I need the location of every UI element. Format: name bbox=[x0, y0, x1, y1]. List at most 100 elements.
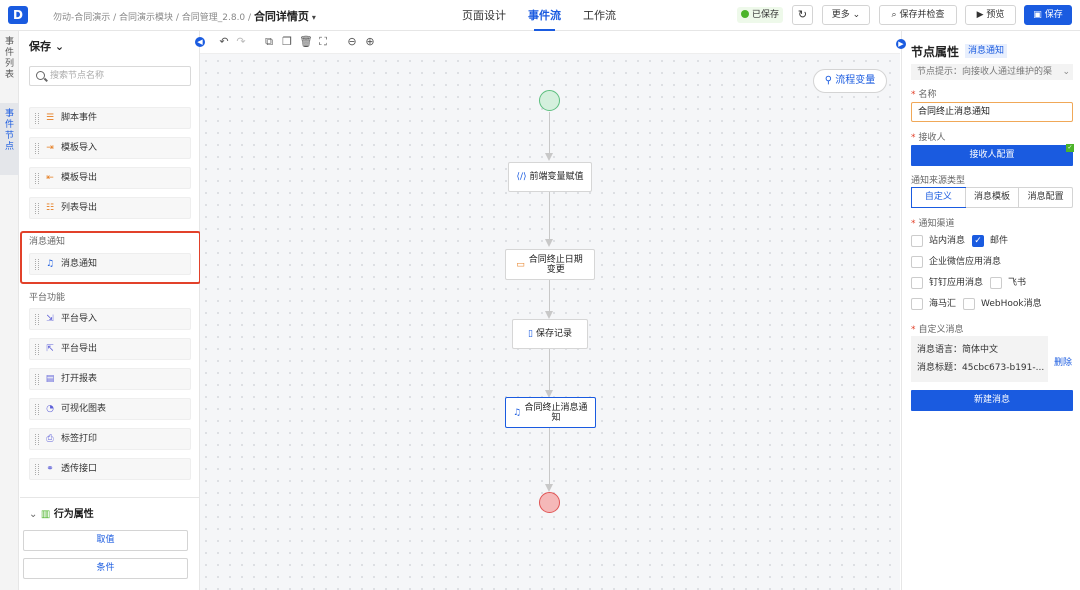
node-item[interactable]: ☰脚本事件 bbox=[29, 107, 191, 129]
behavior-title: 行为属性 bbox=[53, 509, 94, 520]
checkbox-label: 邮件 bbox=[990, 236, 1009, 246]
tab-workflow[interactable]: 工作流 bbox=[583, 9, 616, 22]
breadcrumb-path[interactable]: 勿动-合同演示 / 合同演示模块 / 合同管理_2.8.0 / bbox=[53, 13, 252, 23]
source-option-config[interactable]: 消息配置 bbox=[1018, 188, 1072, 207]
undo-icon[interactable]: ↶ bbox=[219, 35, 229, 48]
drag-handle-icon[interactable] bbox=[35, 404, 39, 415]
condition-button[interactable]: 条件 bbox=[23, 558, 188, 579]
drag-handle-icon[interactable] bbox=[35, 143, 39, 154]
drag-handle-icon[interactable] bbox=[35, 314, 39, 325]
platform-export-icon: ⇱ bbox=[46, 344, 54, 354]
node-item[interactable]: ⇱平台导出 bbox=[29, 338, 191, 360]
checkbox-label: 企业微信应用消息 bbox=[929, 257, 1002, 267]
save-and-check-button[interactable]: ⌕ 保存并检查 bbox=[879, 5, 957, 25]
drag-handle-icon[interactable] bbox=[35, 259, 39, 270]
tab-page-design[interactable]: 页面设计 bbox=[462, 9, 506, 22]
chevron-down-icon[interactable]: ▾ bbox=[311, 13, 316, 22]
behavior-icon: ▥ bbox=[40, 509, 51, 520]
arrow-down-icon bbox=[545, 311, 553, 319]
source-option-template[interactable]: 消息模板 bbox=[964, 188, 1019, 207]
flow-node-variable-assign[interactable]: ⟨/⟩前端变量赋值 bbox=[508, 162, 592, 192]
node-hint-select[interactable]: 节点提示：向接收人通过维护的渠⌄ bbox=[911, 64, 1073, 80]
delete-message-link[interactable]: 删除 bbox=[1054, 358, 1073, 368]
checkbox-icon bbox=[963, 298, 975, 310]
source-type-label: 通知来源类型 bbox=[911, 176, 966, 186]
check-circle-icon bbox=[741, 10, 749, 18]
play-icon: ▶ bbox=[976, 10, 984, 20]
save-icon: ▣ bbox=[1033, 10, 1042, 20]
zoom-in-icon[interactable]: ⊕ bbox=[365, 35, 375, 48]
flow-variables-button[interactable]: ⚲ 流程变量 bbox=[813, 69, 887, 93]
receiver-config-button[interactable]: 接收人配置 bbox=[911, 145, 1073, 166]
node-label: 透传接口 bbox=[61, 464, 98, 474]
custom-message-card[interactable]: 消息语言：简体中文 消息标题：45cbc673-b191-... bbox=[911, 336, 1048, 382]
channel-feishu-checkbox[interactable]: 飞书 bbox=[990, 277, 1026, 289]
collapse-left-icon[interactable]: ◀ bbox=[195, 37, 205, 47]
copy-icon[interactable]: ⧉ bbox=[265, 35, 273, 48]
behavior-section: ⌄ ▥ 行为属性 取值 条件 bbox=[20, 497, 200, 590]
save-check-label: 保存并检查 bbox=[899, 10, 945, 20]
receiver-label: *接收人 bbox=[911, 133, 946, 143]
vertical-tab-strip: 事件列表 事件节点 bbox=[0, 31, 19, 590]
flow-canvas[interactable]: ◀ ↶ ↷ ⧉ ❐ 🗑 ⛶ ⊖ ⊕ ⚲ 流程变量 ⟨/⟩前端变量赋值 ▭合同终止… bbox=[195, 31, 900, 590]
checkbox-label: WebHook消息 bbox=[981, 299, 1042, 309]
node-item[interactable]: ☷列表导出 bbox=[29, 197, 191, 219]
drag-handle-icon[interactable] bbox=[35, 173, 39, 184]
paste-icon[interactable]: ❐ bbox=[282, 35, 292, 48]
channel-haimahui-checkbox[interactable]: 海马汇 bbox=[911, 298, 956, 310]
end-node[interactable] bbox=[539, 492, 560, 513]
check-icon: ✓ bbox=[1066, 144, 1074, 152]
tab-event-nodes[interactable]: 事件节点 bbox=[0, 103, 19, 175]
search-input[interactable]: 搜索节点名称 bbox=[29, 66, 191, 86]
redo-icon[interactable]: ↷ bbox=[236, 35, 246, 48]
refresh-button[interactable]: ↻ bbox=[792, 5, 813, 25]
flow-node-message-notify[interactable]: ♫合同终止消息通知 bbox=[505, 397, 596, 428]
channel-wechat-checkbox[interactable]: 企业微信应用消息 bbox=[911, 256, 1001, 268]
node-item[interactable]: ◔可视化图表 bbox=[29, 398, 191, 420]
drag-handle-icon[interactable] bbox=[35, 203, 39, 214]
flow-node-date-change[interactable]: ▭合同终止日期变更 bbox=[505, 249, 595, 280]
script-icon: ▭ bbox=[516, 259, 525, 270]
drag-handle-icon[interactable] bbox=[35, 113, 39, 124]
node-item[interactable]: ⚭透传接口 bbox=[29, 458, 191, 480]
current-page-title[interactable]: 合同详情页 bbox=[253, 10, 309, 23]
channel-dingtalk-checkbox[interactable]: 钉钉应用消息 bbox=[911, 277, 983, 289]
drag-handle-icon[interactable] bbox=[35, 344, 39, 355]
drag-handle-icon[interactable] bbox=[35, 464, 39, 475]
breadcrumb: 勿动-合同演示 / 合同演示模块 / 合同管理_2.8.0 / 合同详情页 ▾ bbox=[53, 8, 316, 24]
node-item[interactable]: ⇤模板导出 bbox=[29, 167, 191, 189]
node-item[interactable]: ▤打开报表 bbox=[29, 368, 191, 390]
channel-webhook-checkbox[interactable]: WebHook消息 bbox=[963, 298, 1042, 310]
app-logo[interactable]: D bbox=[8, 6, 28, 24]
checkbox-label: 钉钉应用消息 bbox=[929, 278, 984, 288]
tab-event-list[interactable]: 事件列表 bbox=[0, 31, 19, 103]
node-item[interactable]: ⎙标签打印 bbox=[29, 428, 191, 450]
channel-email-checkbox[interactable]: ✓邮件 bbox=[972, 235, 1008, 247]
refresh-icon: ↻ bbox=[797, 8, 808, 21]
panel-title[interactable]: 保存 ⌄ bbox=[29, 38, 64, 54]
zoom-out-icon[interactable]: ⊖ bbox=[347, 35, 357, 48]
preview-button[interactable]: ▶ 预览 bbox=[965, 5, 1016, 25]
fit-screen-icon[interactable]: ⛶ bbox=[319, 35, 327, 48]
trash-icon[interactable]: 🗑 bbox=[299, 35, 313, 48]
more-button[interactable]: 更多 ⌄ bbox=[822, 5, 870, 25]
save-button[interactable]: ▣ 保存 bbox=[1024, 5, 1072, 25]
message-title: 消息标题：45cbc673-b191-... bbox=[917, 363, 1045, 373]
name-input[interactable]: 合同终止消息通知 bbox=[911, 102, 1073, 122]
checkbox-icon bbox=[911, 235, 923, 247]
node-item[interactable]: ♫消息通知 bbox=[29, 253, 191, 275]
channel-inbox-checkbox[interactable]: 站内消息 bbox=[911, 235, 965, 247]
value-button[interactable]: 取值 bbox=[23, 530, 188, 551]
source-option-custom[interactable]: 自定义 bbox=[911, 187, 966, 208]
flow-node-save-record[interactable]: ▯保存记录 bbox=[512, 319, 588, 349]
behavior-header[interactable]: ⌄ ▥ 行为属性 bbox=[29, 505, 94, 520]
node-item[interactable]: ⇲平台导入 bbox=[29, 308, 191, 330]
start-node[interactable] bbox=[539, 90, 560, 111]
new-message-button[interactable]: 新建消息 bbox=[911, 390, 1073, 411]
drag-handle-icon[interactable] bbox=[35, 434, 39, 445]
tab-event-flow[interactable]: 事件流 bbox=[528, 0, 561, 31]
node-item[interactable]: ⇥模板导入 bbox=[29, 137, 191, 159]
arrow-down-icon bbox=[545, 484, 553, 492]
collapse-right-icon[interactable]: ▶ bbox=[896, 39, 906, 49]
drag-handle-icon[interactable] bbox=[35, 374, 39, 385]
